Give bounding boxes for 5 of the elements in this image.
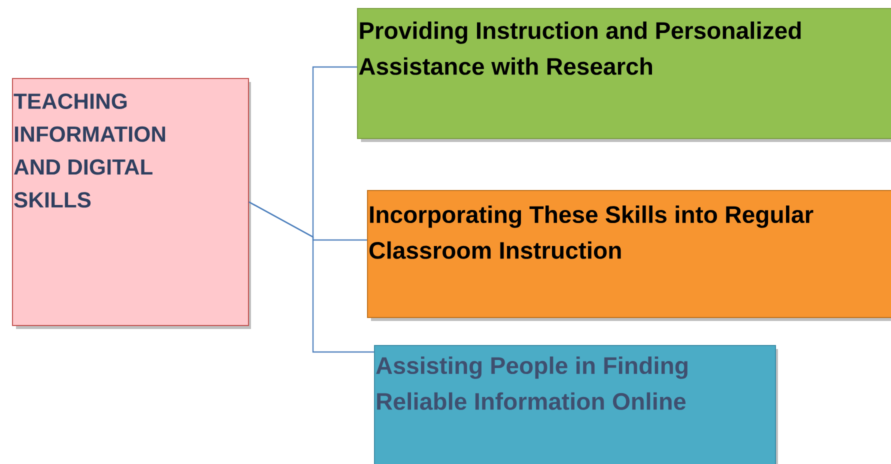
branch-box: Assisting People in Finding Reliable Information Online [374, 345, 778, 464]
branch-box: Incorporating These Skills into Regular Classroom Instruction [367, 190, 891, 321]
connector-line [248, 201, 374, 353]
branch-box: Providing Instruction and Personalized Assistance with Research [357, 8, 891, 142]
topic-box: TEACHING INFORMATION AND DIGITAL SKILLS [12, 78, 251, 329]
